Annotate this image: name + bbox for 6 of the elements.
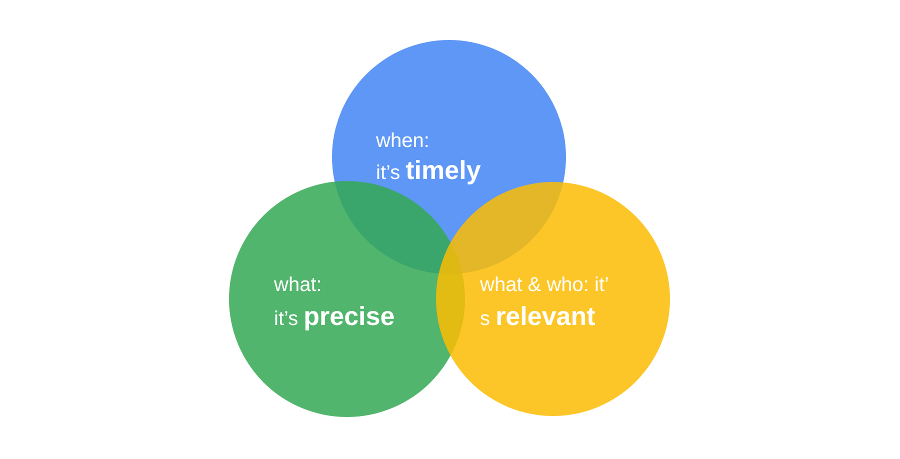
circle-heading: what & who: it’ <box>480 275 609 295</box>
circle-text: it’s timely <box>376 157 481 183</box>
circle-heading: what: <box>274 275 322 295</box>
circle-heading: when: <box>376 131 430 151</box>
circle-text: it’s precise <box>274 303 395 329</box>
circle-text: s relevant <box>480 303 596 329</box>
